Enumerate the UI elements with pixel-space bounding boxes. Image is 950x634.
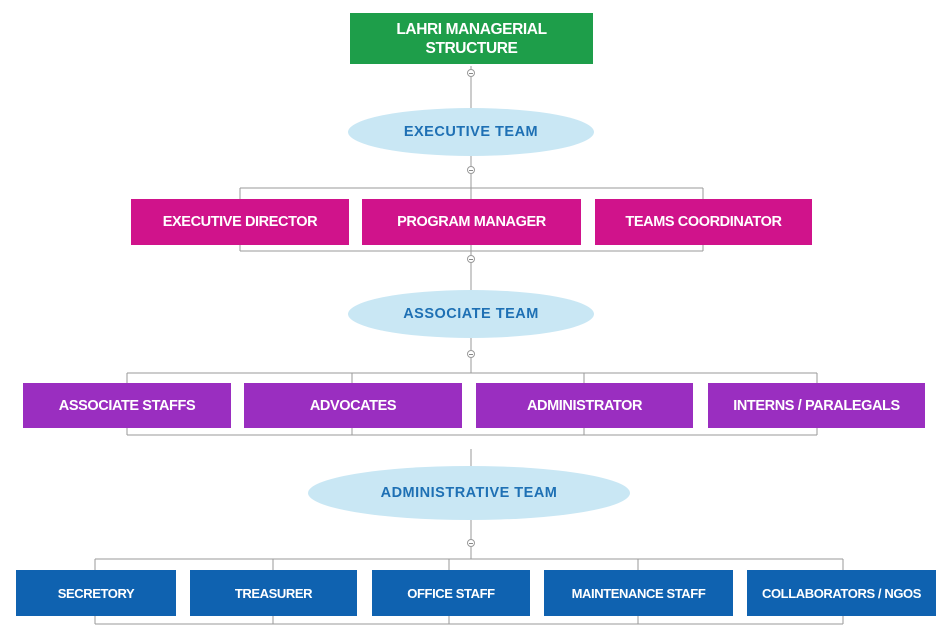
member-label: COLLABORATORS / NGOS	[761, 585, 922, 601]
member-office-staff[interactable]: OFFICE STAFF	[372, 570, 530, 616]
member-label: ADVOCATES	[309, 397, 397, 414]
member-label: SECRETORY	[57, 585, 135, 601]
member-treasurer[interactable]: TREASURER	[190, 570, 357, 616]
executive-team-label: EXECUTIVE TEAM	[403, 124, 539, 140]
member-label: INTERNS / PARALEGALS	[733, 397, 900, 414]
member-secretory[interactable]: SECRETORY	[16, 570, 176, 616]
root-title-line-2: STRUCTURE	[425, 40, 518, 57]
member-label: EXECUTIVE DIRECTOR	[162, 214, 318, 230]
root-node[interactable]: LAHRI MANAGERIAL STRUCTURE	[350, 13, 593, 64]
administrative-team-node[interactable]: ADMINISTRATIVE TEAM	[308, 466, 630, 520]
executive-team-node[interactable]: EXECUTIVE TEAM	[348, 108, 594, 156]
member-program-manager[interactable]: PROGRAM MANAGER	[362, 199, 581, 245]
member-label: TEAMS COORDINATOR	[625, 214, 782, 230]
member-teams-coordinator[interactable]: TEAMS COORDINATOR	[595, 199, 812, 245]
member-executive-director[interactable]: EXECUTIVE DIRECTOR	[131, 199, 349, 245]
member-advocates[interactable]: ADVOCATES	[244, 383, 462, 428]
administrative-team-label: ADMINISTRATIVE TEAM	[380, 485, 558, 501]
member-maintenance-staff[interactable]: MAINTENANCE STAFF	[544, 570, 733, 616]
root-title-line-1: LAHRI MANAGERIAL	[396, 21, 547, 38]
collapse-toggle-icon[interactable]	[467, 255, 475, 263]
collapse-toggle-icon[interactable]	[467, 539, 475, 547]
member-label: MAINTENANCE STAFF	[571, 585, 706, 601]
member-label: OFFICE STAFF	[407, 585, 495, 601]
collapse-toggle-icon[interactable]	[467, 350, 475, 358]
member-label: TREASURER	[234, 585, 313, 601]
member-label: ASSOCIATE STAFFS	[58, 397, 196, 414]
collapse-toggle-icon[interactable]	[467, 69, 475, 77]
member-interns-paralegals[interactable]: INTERNS / PARALEGALS	[708, 383, 925, 428]
member-administrator[interactable]: ADMINISTRATOR	[476, 383, 693, 428]
member-label: PROGRAM MANAGER	[397, 214, 546, 230]
associate-team-node[interactable]: ASSOCIATE TEAM	[348, 290, 594, 338]
member-collaborators-ngos[interactable]: COLLABORATORS / NGOS	[747, 570, 936, 616]
collapse-toggle-icon[interactable]	[467, 166, 475, 174]
member-associate-staffs[interactable]: ASSOCIATE STAFFS	[23, 383, 231, 428]
member-label: ADMINISTRATOR	[526, 397, 643, 414]
associate-team-label: ASSOCIATE TEAM	[403, 306, 539, 322]
